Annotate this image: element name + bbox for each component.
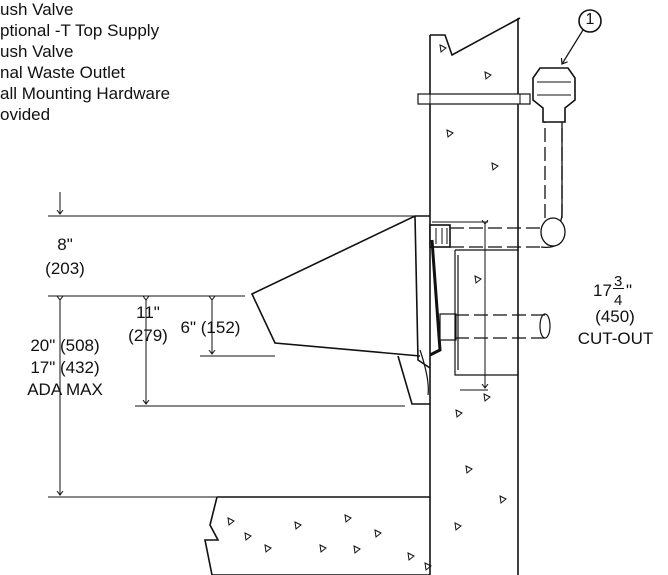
note-line: ptional -T Top Supply	[0, 21, 160, 40]
dim-upper-metric: (203)	[45, 259, 85, 278]
callout-number: 1	[585, 11, 595, 28]
dim-cutout-label: CUT-OUT	[577, 329, 654, 348]
note-line: all Mounting Hardware	[0, 84, 171, 103]
note-line: ush Valve	[0, 42, 74, 61]
floor-break	[204, 496, 220, 575]
dim-cutout-denominator: 4	[614, 292, 623, 309]
urinal-trap	[419, 349, 429, 396]
dim-bowl-metric: (279)	[128, 326, 168, 345]
dim-cutout-metric: (450)	[595, 307, 635, 326]
dim-cutout-fraction: 17 3 4 "	[593, 273, 643, 320]
dim-rim-ada-label: ADA MAX	[27, 380, 103, 399]
supply-pipe-upper	[450, 227, 545, 248]
note-line: ovided	[0, 105, 51, 124]
urinal-top	[250, 215, 430, 357]
dim-rim-imperial: 20" (508)	[30, 336, 100, 355]
carrier-frame	[454, 249, 518, 376]
note-line: ush Valve	[0, 0, 74, 19]
dim-cutout-inch: "	[626, 281, 633, 300]
fraction-bar	[613, 288, 624, 289]
urinal-front-rim	[414, 215, 431, 369]
spud-pipe	[429, 239, 442, 357]
dim-cutout-whole: 17	[593, 281, 612, 300]
spud-coupling	[429, 224, 451, 248]
dim-lip: 6" (152)	[180, 318, 241, 337]
dim-bowl-imperial: 11"	[136, 303, 160, 322]
callout-leader	[562, 29, 584, 64]
dim-rim-ada: 17" (432)	[30, 358, 100, 377]
flush-handle	[417, 93, 531, 105]
urinal-bowl-lower	[397, 355, 430, 405]
note-line: nal Waste Outlet	[0, 63, 126, 82]
dim-upper-imperial: 8"	[57, 235, 73, 254]
waste-outlet	[455, 314, 545, 339]
waste-coupling	[439, 313, 457, 341]
wall-top-break	[430, 17, 521, 57]
dim-cutout-numerator: 3	[614, 273, 623, 290]
callout-bubble	[578, 9, 602, 33]
supply-riser	[544, 120, 563, 218]
elbow-joint	[540, 217, 566, 247]
